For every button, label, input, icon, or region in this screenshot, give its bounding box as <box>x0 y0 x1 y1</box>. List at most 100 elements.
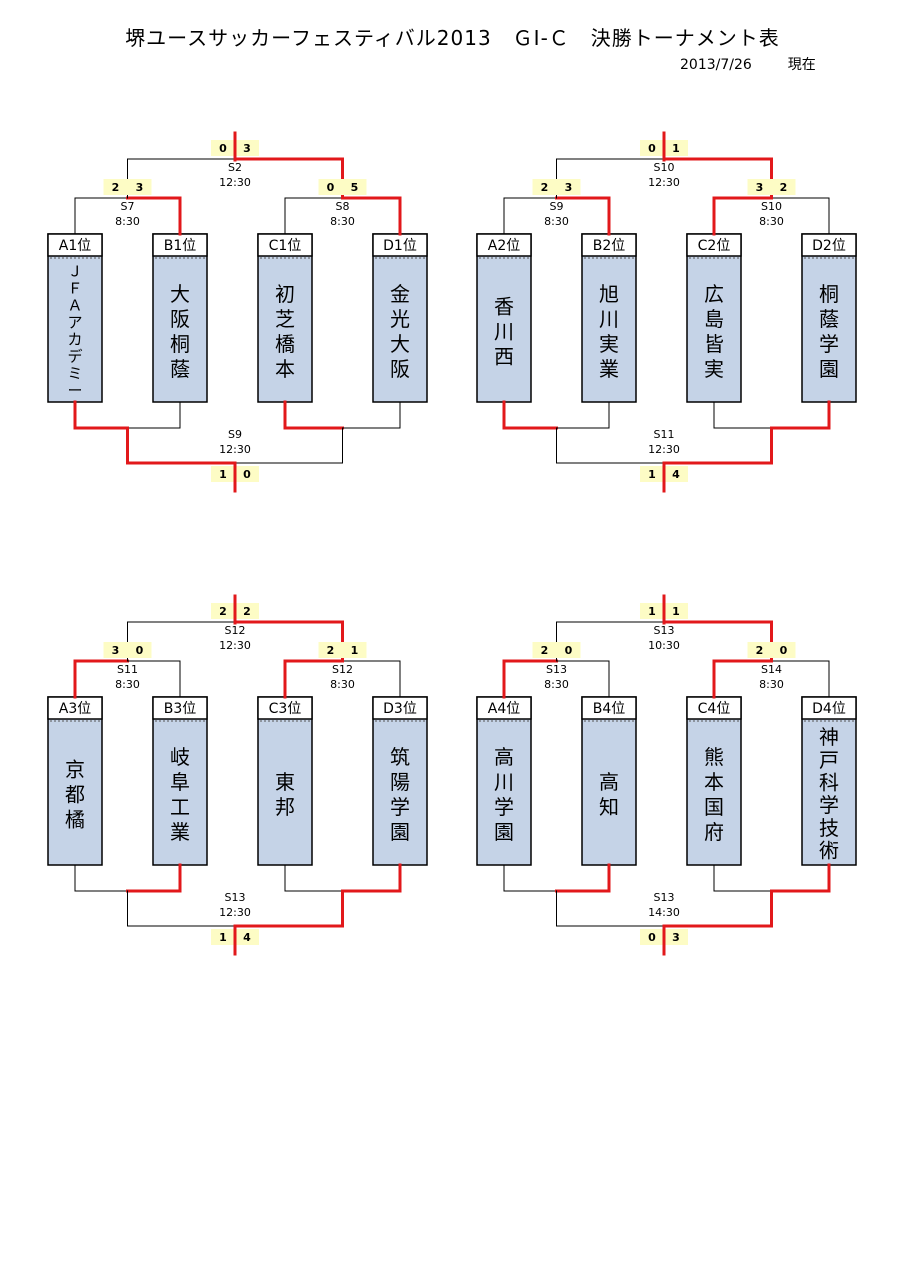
match-code: S10 <box>654 161 675 174</box>
team-name: 香川西 <box>494 295 514 369</box>
top-semi-left-score-right: 3 <box>136 181 144 194</box>
match-time: 12:30 <box>219 443 251 456</box>
team-slot-label: C1位 <box>269 238 302 254</box>
match-code: S12 <box>225 624 246 637</box>
team-slot-label: A2位 <box>488 238 520 254</box>
team-box <box>801 696 857 866</box>
as-of-label: 現在 <box>787 57 816 73</box>
team-box <box>476 233 532 403</box>
top-semi-left-score-left: 2 <box>541 181 549 194</box>
team-slot-label: D3位 <box>383 701 417 717</box>
match-code: S13 <box>546 663 567 676</box>
top-semi-right-score-left: 3 <box>756 181 764 194</box>
match-time: 8:30 <box>115 678 140 691</box>
match-time: 8:30 <box>330 678 355 691</box>
team-name: 熊本国府 <box>704 745 724 844</box>
team-box <box>372 233 428 403</box>
top-semi-right-score-box <box>747 642 796 658</box>
as-of-date: 2013/7/26 <box>680 57 752 73</box>
team-slot-label: C2位 <box>698 238 731 254</box>
team-card: A1位 ＪＦＡアカデミー <box>47 233 103 403</box>
match-time: 8:30 <box>759 678 784 691</box>
team-slot-label: B3位 <box>164 701 197 717</box>
team-slot-label: D1位 <box>383 238 417 254</box>
top-semi-left-score-left: 2 <box>112 181 120 194</box>
bottom-final-score-right: 4 <box>243 931 251 944</box>
match-time: 12:30 <box>219 906 251 919</box>
team-name: 高知 <box>599 770 619 819</box>
top-semi-right-score-box <box>318 642 367 658</box>
match-time: 10:30 <box>648 639 680 652</box>
team-box <box>47 696 103 866</box>
top-semi-right-score-right: 1 <box>351 644 359 657</box>
top-semi-right-score-right: 0 <box>780 644 788 657</box>
match-time: 12:30 <box>219 176 251 189</box>
top-semi-left-score-right: 0 <box>565 644 573 657</box>
team-slot-label: D4位 <box>812 701 846 717</box>
top-semi-right-score-right: 2 <box>780 181 788 194</box>
top-final-score-left: 1 <box>648 605 656 618</box>
top-semi-right-score-left: 2 <box>756 644 764 657</box>
team-slot-label: C4位 <box>698 701 731 717</box>
match-code: S11 <box>654 428 675 441</box>
team-box <box>476 696 532 866</box>
team-box <box>257 233 313 403</box>
team-name: 桐蔭学園 <box>819 282 839 381</box>
team-name: 広島皆実 <box>704 282 724 381</box>
top-final-score-left: 0 <box>648 142 656 155</box>
team-slot-label: B4位 <box>593 701 626 717</box>
team-name: ＪＦＡアカデミー <box>67 263 82 400</box>
match-time: 14:30 <box>648 906 680 919</box>
top-semi-left-score-left: 2 <box>541 644 549 657</box>
team-slot-label: D2位 <box>812 238 846 254</box>
bottom-final-score-left: 1 <box>219 468 227 481</box>
match-time: 8:30 <box>330 215 355 228</box>
team-slot-label: B2位 <box>593 238 626 254</box>
team-slot-label: A1位 <box>59 238 91 254</box>
team-box <box>686 696 742 866</box>
top-semi-left-score-box <box>103 179 152 195</box>
match-code: S11 <box>117 663 138 676</box>
team-slot-label: B1位 <box>164 238 197 254</box>
top-semi-right-score-box <box>747 179 796 195</box>
match-code: S14 <box>761 663 782 676</box>
team-name: 金光大阪 <box>390 282 410 381</box>
team-slot-label: A4位 <box>488 701 520 717</box>
date-line: 2013/7/26 現在 <box>680 54 816 74</box>
bottom-final-score-right: 0 <box>243 468 251 481</box>
team-name: 岐阜工業 <box>170 745 190 844</box>
match-code: S9 <box>228 428 242 441</box>
match-code: S12 <box>332 663 353 676</box>
team-name: 初芝橋本 <box>275 282 295 381</box>
top-semi-left-score-right: 0 <box>136 644 144 657</box>
match-time: 12:30 <box>219 639 251 652</box>
match-code: S13 <box>654 891 675 904</box>
page-title: 堺ユースサッカーフェスティバル2013 ＧⅠ-Ｃ 決勝トーナメント表 <box>125 26 780 50</box>
match-time: 12:30 <box>648 176 680 189</box>
team-slot-label: C3位 <box>269 701 302 717</box>
team-slot-label: A3位 <box>59 701 91 717</box>
top-final-score-left: 2 <box>219 605 227 618</box>
top-semi-right-score-right: 5 <box>351 181 359 194</box>
team-name: 大阪桐蔭 <box>170 282 190 381</box>
match-code: S2 <box>228 161 242 174</box>
top-semi-right-score-left: 2 <box>327 644 335 657</box>
team-name: 高川学園 <box>494 745 514 844</box>
bottom-final-score-left: 1 <box>219 931 227 944</box>
match-code: S10 <box>761 200 782 213</box>
team-box <box>152 233 208 403</box>
team-name: 旭川実業 <box>599 282 619 381</box>
